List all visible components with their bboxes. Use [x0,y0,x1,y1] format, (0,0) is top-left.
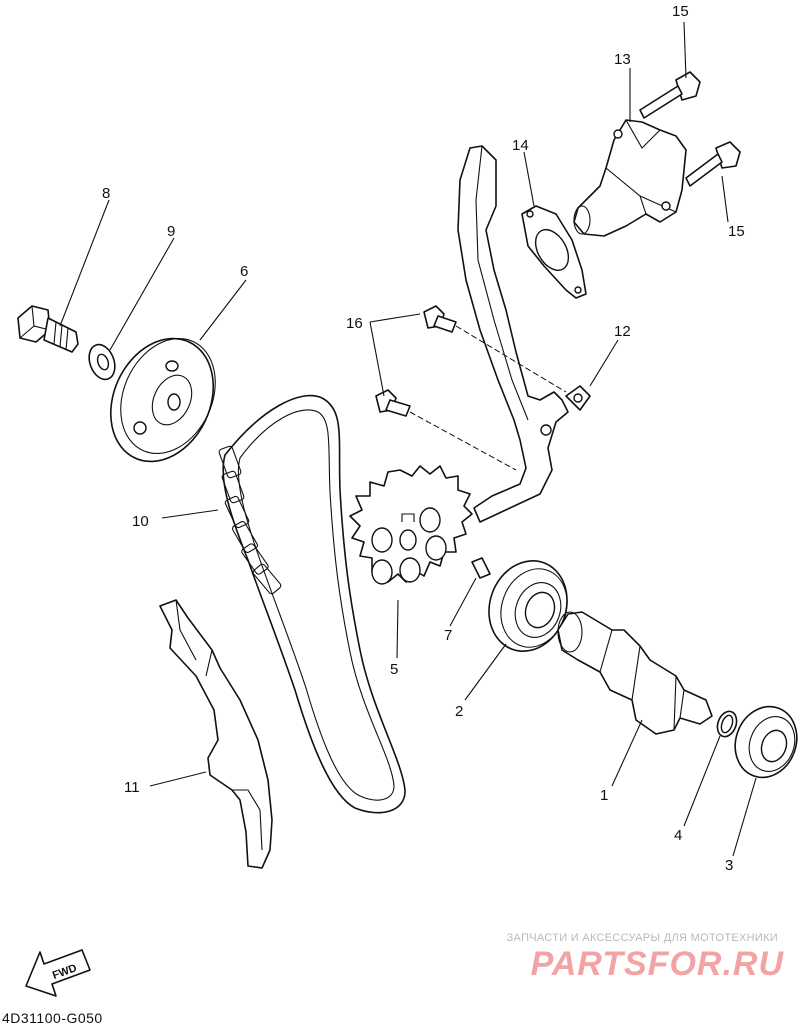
callout-labels: 1 2 3 4 5 6 7 8 9 10 11 12 13 14 15 15 1… [102,3,745,874]
plate-part-6 [109,337,216,463]
bolt-part-16-lower [375,389,411,417]
callout-8: 8 [102,185,110,202]
callout-6: 6 [240,263,248,280]
callout-16: 16 [346,315,363,332]
callout-5: 5 [390,661,398,678]
callout-14: 14 [512,137,529,154]
callout-10: 10 [132,513,149,530]
pin-part-7 [471,557,491,579]
callout-13: 13 [614,51,631,68]
callout-15-lower: 15 [728,223,745,240]
alignment-line-lower [409,411,517,471]
bolt-part-15-upper [639,71,701,119]
camshaft-part-1 [557,611,713,735]
callout-4: 4 [674,827,682,844]
bearing-part-3 [734,705,798,779]
callout-12: 12 [614,323,631,340]
callout-9: 9 [167,223,175,240]
chain-guide-part-11 [159,599,273,869]
fwd-arrow-icon: FWD [25,949,91,997]
alignment-line-upper [455,325,567,393]
tensioner-body-part-13 [573,119,687,237]
cam-chain-part-10 [218,394,406,814]
callout-2: 2 [455,703,463,720]
bolt-part-8 [17,305,79,353]
callout-3: 3 [725,857,733,874]
callout-1: 1 [600,787,608,804]
bolt-part-15-lower [685,141,741,187]
bolt-part-16-upper [423,305,457,333]
callout-15-upper: 15 [672,3,689,20]
watermark-brand: PARTSFOR.RU [530,945,784,983]
watermark-tagline: ЗАПЧАСТИ И АКСЕССУАРЫ ДЛЯ МОТОТЕХНИКИ [506,932,778,944]
drawing-code: 4D31100-G050 [2,1010,103,1026]
gasket-part-14 [521,205,587,299]
callout-11: 11 [124,779,140,796]
washer-part-9 [88,343,116,381]
leader-lines [59,21,757,857]
o-ring-part-4 [716,710,738,738]
callout-7: 7 [444,627,452,644]
tensioner-guide-part-12 [457,145,591,523]
sprocket-part-5 [349,465,473,585]
bearing-part-2 [488,560,568,652]
